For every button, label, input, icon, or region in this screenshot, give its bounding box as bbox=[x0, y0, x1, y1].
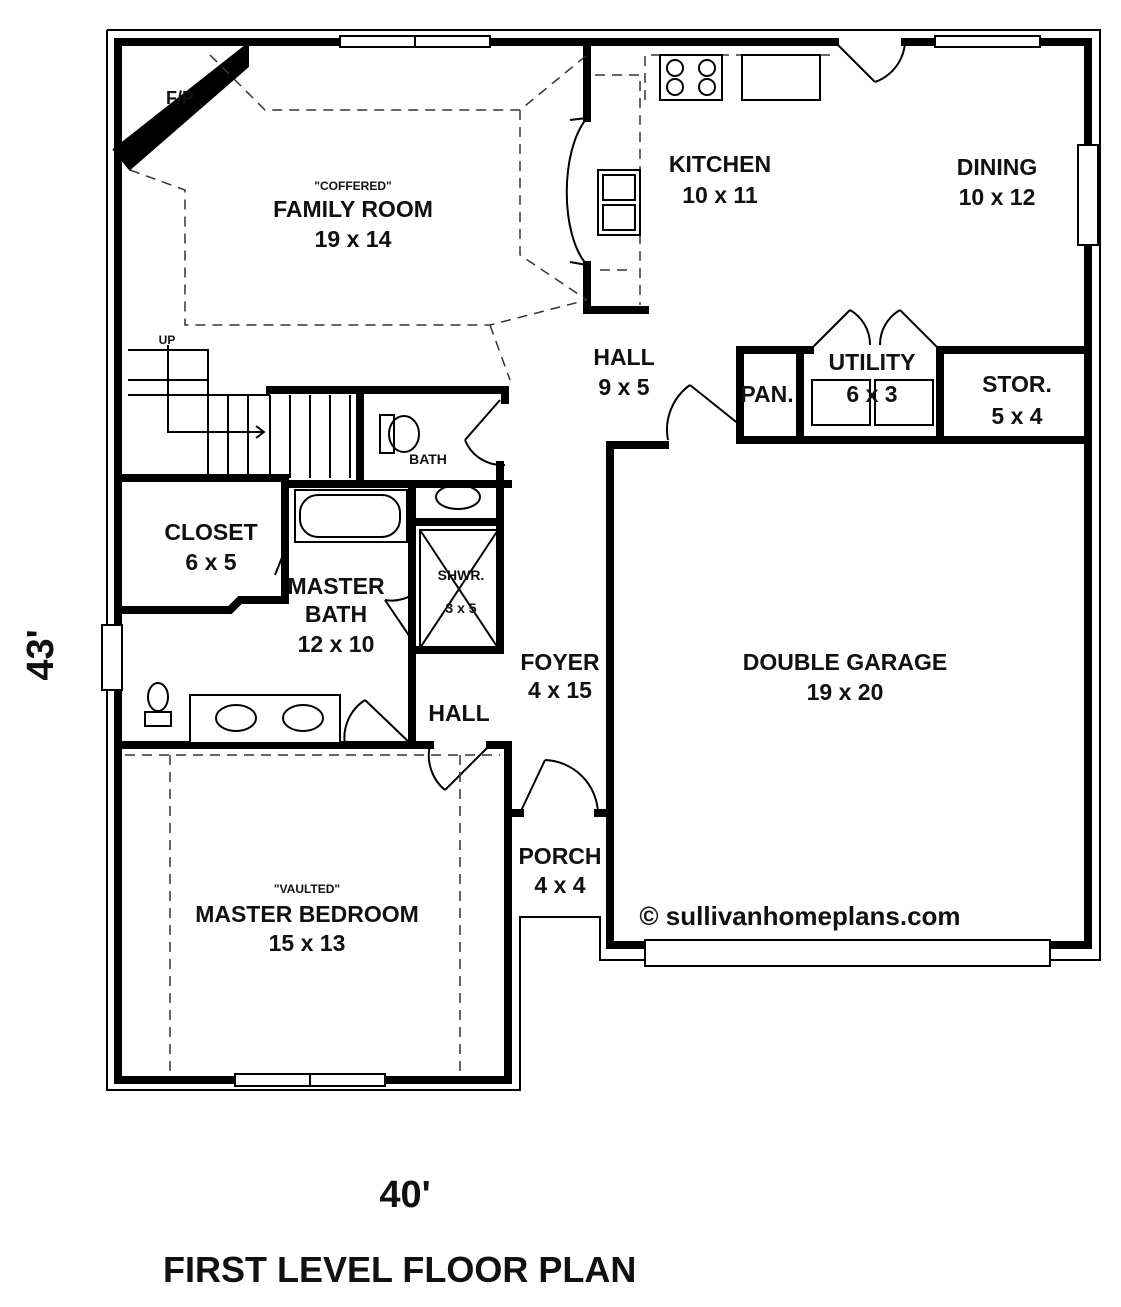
stairs-up-label: UP bbox=[159, 333, 176, 347]
utility-name: UTILITY bbox=[829, 349, 916, 375]
kitchen-size: 10 x 11 bbox=[682, 182, 758, 208]
master-bath-size: 12 x 10 bbox=[298, 631, 375, 657]
width-dimension: 40' bbox=[379, 1174, 430, 1216]
closet-size: 6 x 5 bbox=[185, 549, 236, 575]
bath-fixtures bbox=[144, 414, 499, 744]
foyer-name: FOYER bbox=[520, 649, 600, 675]
utility-size: 6 x 3 bbox=[846, 381, 897, 407]
garage-size: 19 x 20 bbox=[807, 679, 884, 705]
bath-name: BATH bbox=[409, 451, 447, 467]
storage-name: STOR. bbox=[982, 371, 1052, 397]
hall-lower-name: HALL bbox=[428, 700, 489, 726]
family-room-name: FAMILY ROOM bbox=[273, 196, 433, 222]
family-room-tag: "COFFERED" bbox=[314, 179, 391, 193]
outer-outline bbox=[106, 29, 1101, 1091]
shower-size: 3 x 5 bbox=[445, 600, 476, 616]
windows bbox=[101, 35, 1099, 1087]
utility-fixtures bbox=[811, 379, 934, 426]
hall-upper-name: HALL bbox=[593, 344, 654, 370]
hall-upper-size: 9 x 5 bbox=[598, 374, 649, 400]
family-room-size: 19 x 14 bbox=[315, 226, 392, 252]
porch-size: 4 x 4 bbox=[534, 872, 585, 898]
master-bed-tag: "VAULTED" bbox=[274, 882, 340, 896]
master-bath-name2: BATH bbox=[305, 601, 367, 627]
plan-title: FIRST LEVEL FLOOR PLAN bbox=[163, 1249, 636, 1290]
garage-name: DOUBLE GARAGE bbox=[743, 649, 947, 675]
kitchen-name: KITCHEN bbox=[669, 151, 771, 177]
stairs bbox=[128, 345, 351, 478]
shower-name: SHWR. bbox=[438, 567, 485, 583]
pantry-name: PAN. bbox=[740, 381, 793, 407]
master-bed-size: 15 x 13 bbox=[269, 930, 346, 956]
dining-name: DINING bbox=[957, 154, 1038, 180]
master-bath-name: MASTER bbox=[287, 573, 385, 599]
master-bed-name: MASTER BEDROOM bbox=[195, 901, 419, 927]
dashed-lines bbox=[125, 54, 830, 1075]
depth-dimension: 43' bbox=[20, 629, 62, 680]
kitchen-fixtures bbox=[565, 54, 821, 266]
foyer-size: 4 x 15 bbox=[528, 677, 592, 703]
porch-name: PORCH bbox=[518, 843, 601, 869]
storage-size: 5 x 4 bbox=[991, 403, 1042, 429]
doors bbox=[274, 41, 941, 814]
fireplace-label: F/P bbox=[166, 88, 194, 108]
closet-name: CLOSET bbox=[164, 519, 257, 545]
interior-walls bbox=[112, 38, 1092, 817]
dining-size: 10 x 12 bbox=[959, 184, 1036, 210]
copyright-text: © sullivanhomeplans.com bbox=[639, 901, 960, 931]
